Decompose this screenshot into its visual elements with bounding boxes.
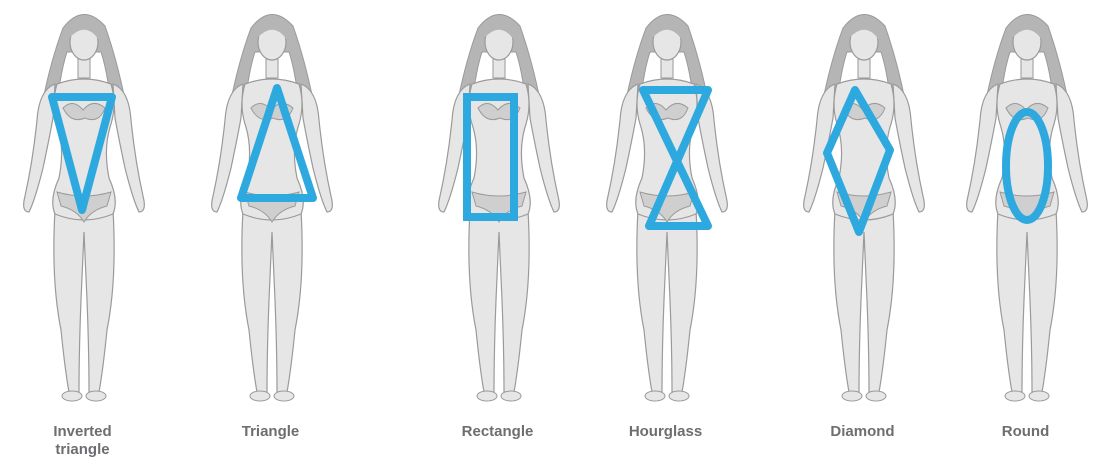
legs [637,210,697,392]
woman-illustration [410,0,585,420]
left-foot [250,391,270,401]
left-foot [645,391,665,401]
left-arm [212,84,243,212]
legs [834,210,894,392]
right-foot [274,391,294,401]
right-arm [301,84,332,212]
legs [997,210,1057,392]
right-foot [1029,391,1049,401]
figure-label: Round [938,423,1107,441]
legs [54,210,114,392]
right-arm [113,84,144,212]
figure-rectangle: Rectangle [410,0,585,461]
figure-hourglass: Hourglass [578,0,753,461]
left-foot [1005,391,1025,401]
figure-label: Inverted triangle [0,423,170,459]
figure-diamond: Diamond [775,0,950,461]
right-arm [1056,84,1087,212]
woman-illustration [938,0,1107,420]
figure-round: Round [938,0,1107,461]
woman-illustration [775,0,950,420]
legs [469,210,529,392]
right-foot [669,391,689,401]
figure-label: Diamond [775,423,950,441]
left-arm [607,84,638,212]
left-arm [967,84,998,212]
right-arm [528,84,559,212]
legs [242,210,302,392]
woman-illustration [578,0,753,420]
right-foot [86,391,106,401]
right-foot [866,391,886,401]
figure-label: Rectangle [410,423,585,441]
figure-label: Triangle [183,423,358,441]
woman-illustration [0,0,170,420]
woman-illustration [183,0,358,420]
figure-inverted-triangle: Inverted triangle [0,0,170,461]
right-foot [501,391,521,401]
right-arm [893,84,924,212]
left-foot [477,391,497,401]
figure-label: Hourglass [578,423,753,441]
figure-triangle: Triangle [183,0,358,461]
left-foot [62,391,82,401]
left-foot [842,391,862,401]
